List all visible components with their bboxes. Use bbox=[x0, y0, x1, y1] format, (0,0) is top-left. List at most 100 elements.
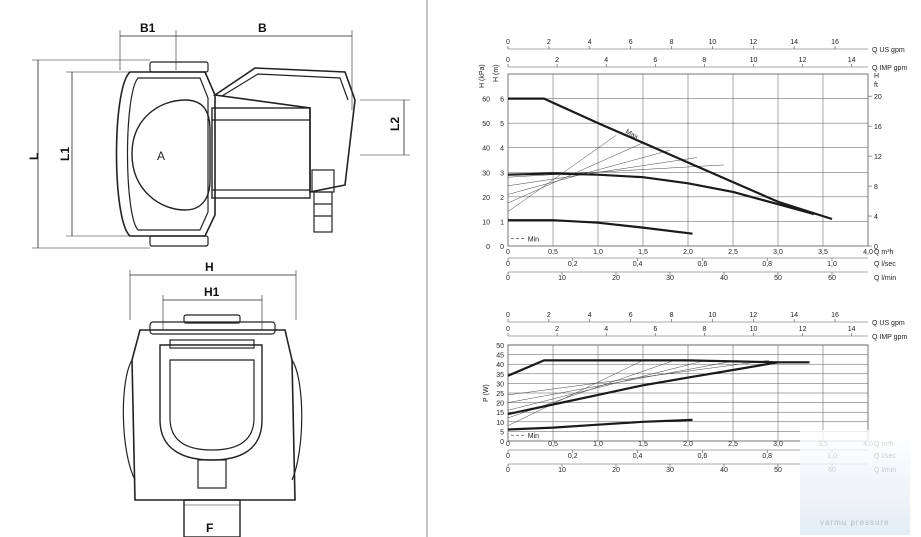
chart-1-ytick: 25 bbox=[496, 391, 504, 398]
chart-1-bottom-tick-label: 0 bbox=[506, 453, 510, 460]
chart-0-bottom-tick-label: 2,5 bbox=[728, 249, 738, 256]
chart-1-bottom-tick-label: 20 bbox=[612, 467, 620, 474]
chart-0-bottom-tick-label: 0 bbox=[506, 249, 510, 256]
chart-1-top-tick-label: 8 bbox=[702, 326, 706, 333]
chart-1-top-tick-label: 8 bbox=[670, 312, 674, 319]
chart-1-ytick: 5 bbox=[500, 429, 504, 436]
chart-0-rtick-label: 0 bbox=[874, 244, 878, 251]
chart-1-top-tick-label: 10 bbox=[750, 326, 758, 333]
dim-label-h1: H1 bbox=[204, 285, 220, 299]
dim-label-b: B bbox=[258, 21, 267, 35]
chart-1-top-tick-label: 4 bbox=[604, 326, 608, 333]
chart-0-top-tick-label: 6 bbox=[629, 39, 633, 46]
chart-1-bottom-tick-label: 30 bbox=[666, 467, 674, 474]
chart-0-ytick-kpa: 30 bbox=[482, 170, 490, 177]
chart-1-bottom-tick-label: 2,5 bbox=[728, 441, 738, 448]
chart-0-bottom-tick-label: 0 bbox=[506, 275, 510, 282]
chart-1-control-line bbox=[507, 360, 707, 411]
dim-label-b1: B1 bbox=[140, 21, 156, 35]
chart-0-bottom-tick-label: 0,5 bbox=[548, 249, 558, 256]
chart-0-top-axis-label: Q IMP gpm bbox=[872, 65, 907, 72]
chart-0-ytick-m: 4 bbox=[500, 146, 504, 153]
chart-0-bottom-axis-label: Q m³h bbox=[874, 249, 894, 256]
chart-1-bottom-tick-label: 40 bbox=[720, 467, 728, 474]
chart-0-bottom-tick-label: 40 bbox=[720, 275, 728, 282]
chart-0-annotation-min: Min bbox=[528, 237, 539, 244]
chart-1-ytick: 30 bbox=[496, 381, 504, 388]
chart-0-bottom-tick-label: 3,5 bbox=[818, 249, 828, 256]
chart-0-bottom-tick-label: 0,4 bbox=[633, 261, 643, 268]
chart-0-bottom-tick-label: 50 bbox=[774, 275, 782, 282]
chart-0-control-line bbox=[507, 149, 671, 195]
chart-1-series-0-curve bbox=[507, 359, 810, 377]
chart-0-rtick-label: 20 bbox=[874, 94, 882, 101]
chart-1-control-line bbox=[507, 360, 738, 403]
chart-0-top-tick-label: 16 bbox=[831, 39, 839, 46]
chart-0-top-tick-label: 10 bbox=[709, 39, 717, 46]
chart-0-rtick-label: 8 bbox=[874, 184, 878, 191]
dim-label-h: H bbox=[205, 260, 214, 274]
chart-0-top-tick-label: 2 bbox=[547, 39, 551, 46]
dim-label-l1: L1 bbox=[58, 147, 72, 161]
chart-0-right-label-h: H bbox=[874, 73, 879, 80]
chart-1-top-axis-label: Q US gpm bbox=[872, 320, 905, 327]
chart-1-bottom-tick-label: 0,5 bbox=[548, 441, 558, 448]
chart-1-ytick: 20 bbox=[496, 401, 504, 408]
chart-1-bottom-tick-label: 0,2 bbox=[568, 453, 578, 460]
chart-0-ytick-kpa: 20 bbox=[482, 195, 490, 202]
watermark: varmu pressure bbox=[800, 430, 910, 535]
chart-0-ytick-kpa: 40 bbox=[482, 146, 490, 153]
chart-0-ytick-m: 1 bbox=[500, 219, 504, 226]
chart-1-bottom-tick-label: 50 bbox=[774, 467, 782, 474]
chart-0-bottom-tick-label: 4,0 bbox=[863, 249, 873, 256]
chart-1-control-line bbox=[507, 360, 644, 426]
chart-0-control-line bbox=[507, 142, 644, 204]
chart-0-bottom-tick-label: 10 bbox=[558, 275, 566, 282]
chart-1-ytick: 45 bbox=[496, 353, 504, 360]
chart-1-top-tick-label: 10 bbox=[709, 312, 717, 319]
chart-0-bottom-tick-label: 30 bbox=[666, 275, 674, 282]
chart-1-top-tick-label: 0 bbox=[506, 326, 510, 333]
chart-0-top-tick-label: 4 bbox=[588, 39, 592, 46]
chart-1-bottom-tick-label: 1,5 bbox=[638, 441, 648, 448]
chart-0-top-tick-label: 4 bbox=[604, 57, 608, 64]
chart-1-series-1-curve bbox=[507, 361, 779, 416]
chart-0-bottom-axis-label: Q l/min bbox=[874, 275, 896, 282]
chart-1-top-tick-label: 6 bbox=[629, 312, 633, 319]
chart-1-ytick: 50 bbox=[496, 343, 504, 350]
chart-0-rtick-label: 16 bbox=[874, 124, 882, 131]
chart-1-top-tick-label: 12 bbox=[749, 312, 757, 319]
chart-1-top-tick-label: 0 bbox=[506, 312, 510, 319]
chart-1-top-tick-label: 2 bbox=[555, 326, 559, 333]
chart-1-bottom-tick-label: 0,4 bbox=[633, 453, 643, 460]
pump-front-view bbox=[122, 270, 303, 537]
chart-0-bottom-tick-label: 2,0 bbox=[683, 249, 693, 256]
pump-arrow-mark: A bbox=[157, 149, 165, 163]
chart-1-ytick: 35 bbox=[496, 372, 504, 379]
chart-1-bottom-tick-label: 2,0 bbox=[683, 441, 693, 448]
chart-1-top-tick-label: 14 bbox=[848, 326, 856, 333]
chart-0-ytick-kpa: 60 bbox=[482, 97, 490, 104]
chart-0-top-tick-label: 14 bbox=[848, 57, 856, 64]
chart-0-ytick-m: 2 bbox=[500, 195, 504, 202]
chart-0-top-tick-label: 6 bbox=[653, 57, 657, 64]
chart-0-ytick-kpa: 50 bbox=[482, 121, 490, 128]
chart-1-bottom-tick-label: 0,6 bbox=[698, 453, 708, 460]
chart-0-series-1-curve bbox=[507, 172, 815, 216]
chart-1-bottom-tick-label: 1,0 bbox=[593, 441, 603, 448]
dim-label-l: L bbox=[27, 153, 41, 160]
chart-0-top-tick-label: 8 bbox=[670, 39, 674, 46]
chart-0-bottom-tick-label: 3,0 bbox=[773, 249, 783, 256]
chart-0-top-tick-label: 0 bbox=[506, 57, 510, 64]
chart-0-bottom-tick-label: 0,2 bbox=[568, 261, 578, 268]
chart-1-control-line bbox=[507, 360, 770, 396]
chart-0-bottom-tick-label: 1,0 bbox=[593, 249, 603, 256]
chart-0-control-line bbox=[507, 164, 725, 178]
chart-0-bottom-tick-label: 20 bbox=[612, 275, 620, 282]
chart-0-rtick-label: 4 bbox=[874, 214, 878, 221]
chart-0-top-tick-label: 8 bbox=[702, 57, 706, 64]
chart-0-bottom-tick-label: 1,0 bbox=[827, 261, 837, 268]
chart-0-top-tick-label: 14 bbox=[790, 39, 798, 46]
